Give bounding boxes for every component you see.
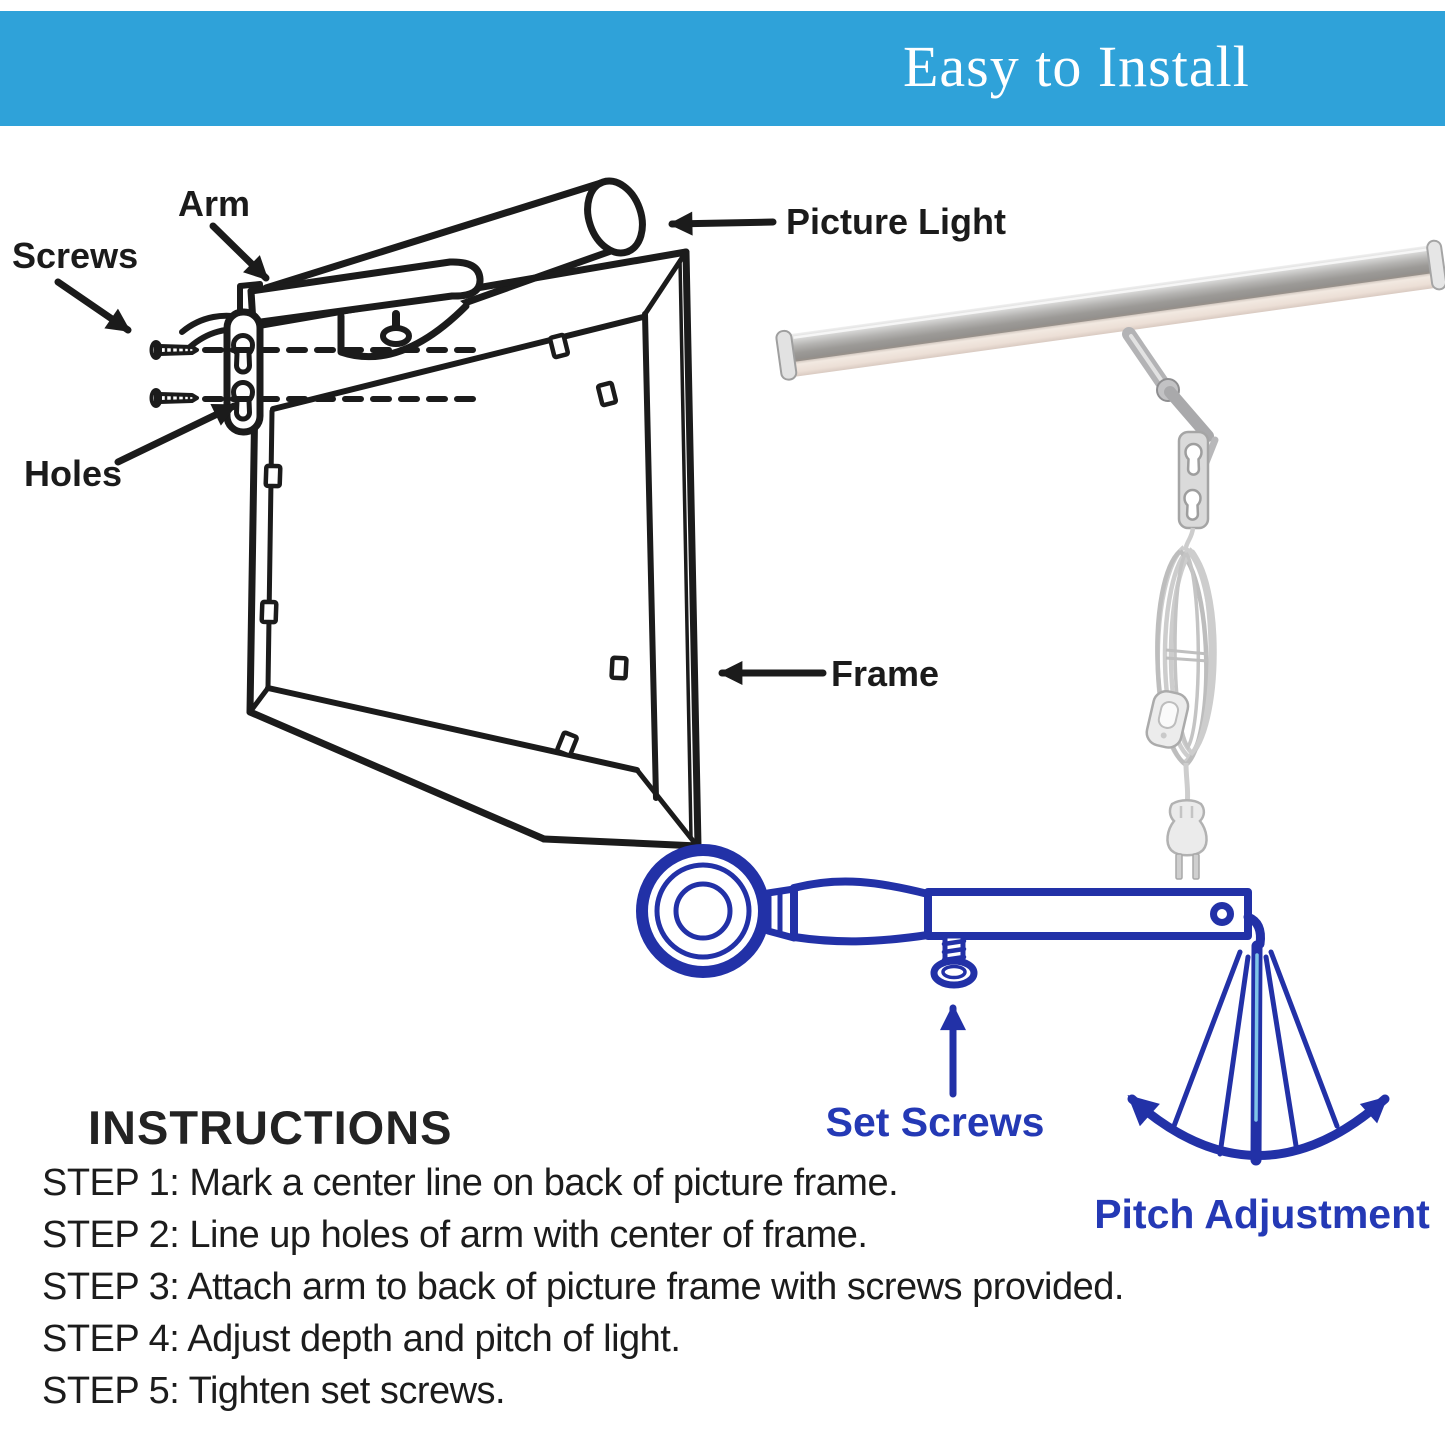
set-screw-drawing — [930, 933, 978, 989]
banner-title: Easy to Install — [903, 33, 1250, 99]
screws-label: Screws — [12, 235, 138, 276]
product-photo — [775, 239, 1445, 880]
holes-label: Holes — [24, 453, 122, 494]
light-head-circles — [636, 844, 770, 978]
pitch-arc-arrow — [1127, 1094, 1390, 1160]
picture-light-label: Picture Light — [786, 201, 1006, 242]
frame-label: Frame — [831, 653, 939, 694]
tube-right-endcap — [1426, 239, 1445, 291]
arm-arrow — [209, 222, 270, 282]
holes-arrow — [114, 402, 238, 466]
callout-arrows — [54, 211, 827, 685]
install-diagram — [54, 177, 827, 850]
pitch-fan-drawing — [1171, 912, 1340, 1166]
photo-mounting-plate — [1177, 430, 1210, 530]
picture-light-arrow — [668, 211, 777, 236]
adjustment-diagram — [636, 844, 1390, 1166]
adjustment-arm-drawing — [764, 877, 1252, 946]
screws-drawing — [149, 340, 199, 408]
frame-clips — [259, 332, 629, 758]
photo-inline-switch — [1145, 689, 1190, 749]
banner: Easy to Install — [0, 11, 1445, 126]
arm-label: Arm — [178, 183, 250, 224]
photo-light-tube — [775, 239, 1445, 381]
screws-arrow — [54, 278, 132, 334]
frame-drawing — [246, 248, 702, 850]
mounting-bracket-drawing — [223, 308, 264, 436]
tube-left-endcap — [775, 329, 798, 381]
screw-top — [149, 340, 199, 360]
photo-power-cord-coil — [1155, 527, 1217, 805]
photo-power-plug — [1166, 799, 1208, 880]
pitch-adjustment-label: Pitch Adjustment — [1094, 1191, 1430, 1237]
screw-bottom — [149, 388, 199, 408]
set-screws-label: Set Screws — [826, 1099, 1045, 1145]
lamp-shade-drawing — [337, 294, 470, 361]
alignment-dashed-lines — [202, 347, 481, 402]
